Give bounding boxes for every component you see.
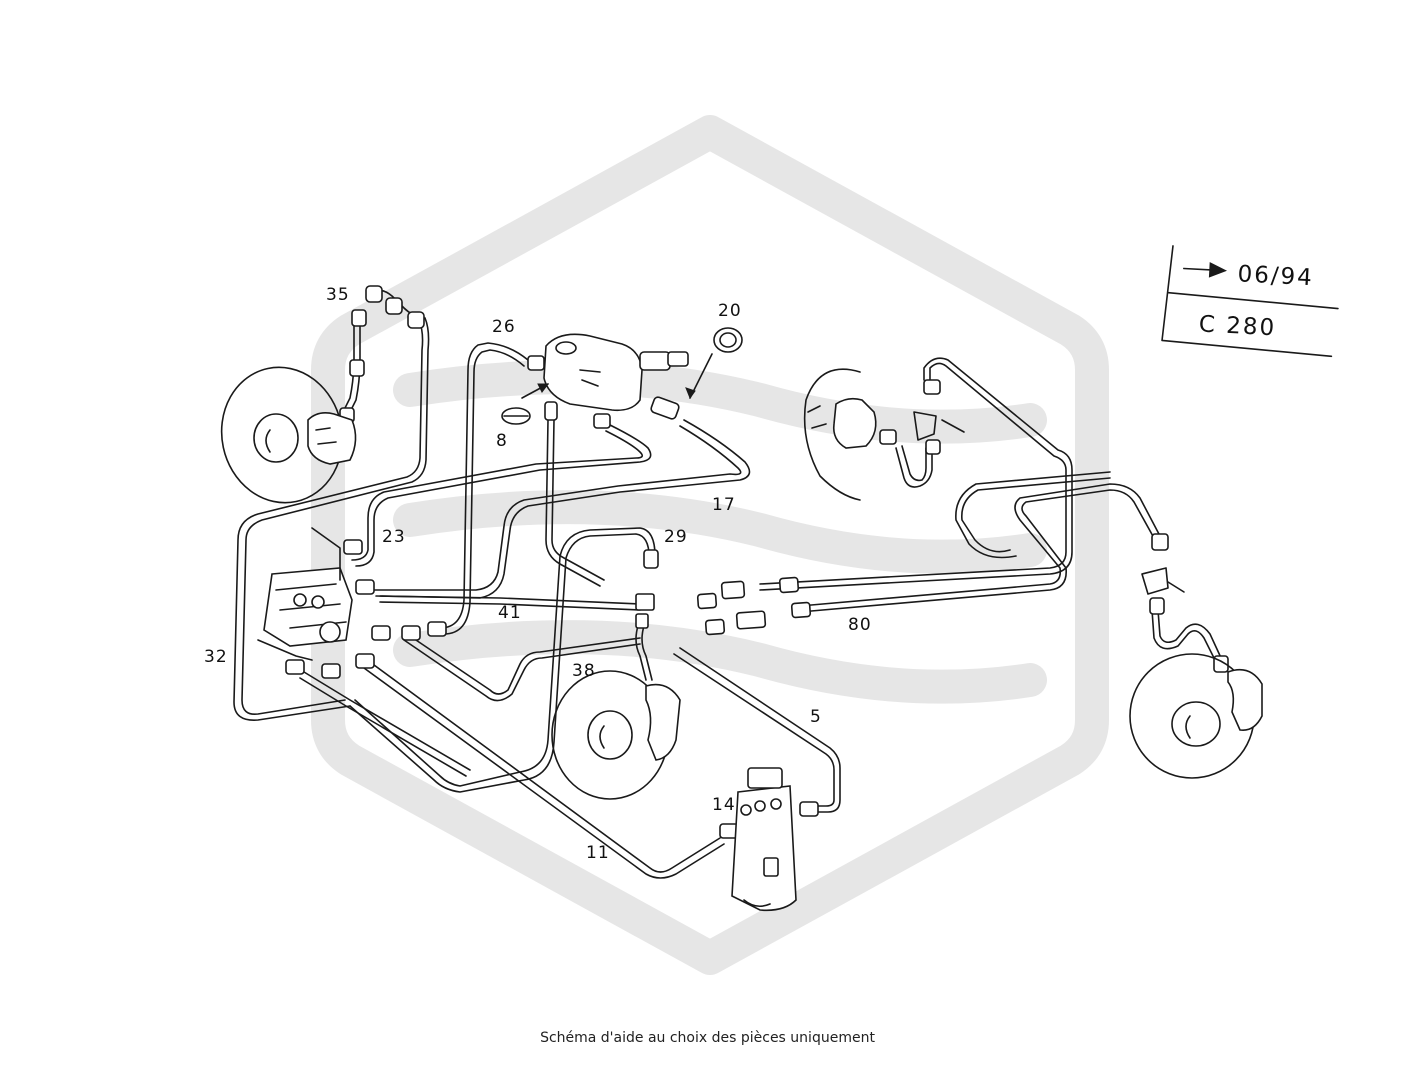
arrow-right-icon bbox=[1208, 262, 1228, 278]
callout-8: 8 bbox=[496, 431, 508, 451]
front-right-hub bbox=[803, 368, 965, 501]
callout-11: 11 bbox=[586, 843, 610, 863]
brake-pressure-regulator bbox=[731, 767, 797, 912]
rear-right-brake-disc bbox=[1129, 567, 1263, 779]
brake-pipes bbox=[233, 289, 1223, 879]
callout-23: 23 bbox=[382, 527, 406, 547]
pipe-fittings bbox=[285, 285, 1229, 839]
callout-38: 38 bbox=[572, 661, 596, 681]
callout-5: 5 bbox=[810, 707, 822, 727]
abs-hydraulic-unit bbox=[257, 527, 353, 661]
rear-left-brake-disc bbox=[551, 670, 681, 800]
callout-20: 20 bbox=[718, 301, 742, 321]
callout-26: 26 bbox=[492, 317, 516, 337]
stamp-model: C 280 bbox=[1198, 311, 1277, 341]
diagram-caption: Schéma d'aide au choix des pièces unique… bbox=[540, 1030, 875, 1046]
callout-80: 80 bbox=[848, 615, 872, 635]
front-left-brake-disc bbox=[220, 366, 357, 504]
callout-29: 29 bbox=[664, 527, 688, 547]
callout-14: 14 bbox=[712, 795, 736, 815]
callout-35: 35 bbox=[326, 285, 350, 305]
callout-32: 32 bbox=[204, 647, 228, 667]
callout-17: 17 bbox=[712, 495, 736, 515]
part-callouts: 35 26 20 8 17 23 29 41 80 32 38 5 14 11 bbox=[204, 285, 872, 863]
master-cylinder bbox=[501, 327, 743, 425]
model-date-stamp: 06/94 C 280 bbox=[1161, 245, 1339, 358]
watermark-logo bbox=[311, 115, 1109, 975]
stamp-date: 06/94 bbox=[1237, 261, 1315, 291]
callout-41: 41 bbox=[498, 603, 522, 623]
